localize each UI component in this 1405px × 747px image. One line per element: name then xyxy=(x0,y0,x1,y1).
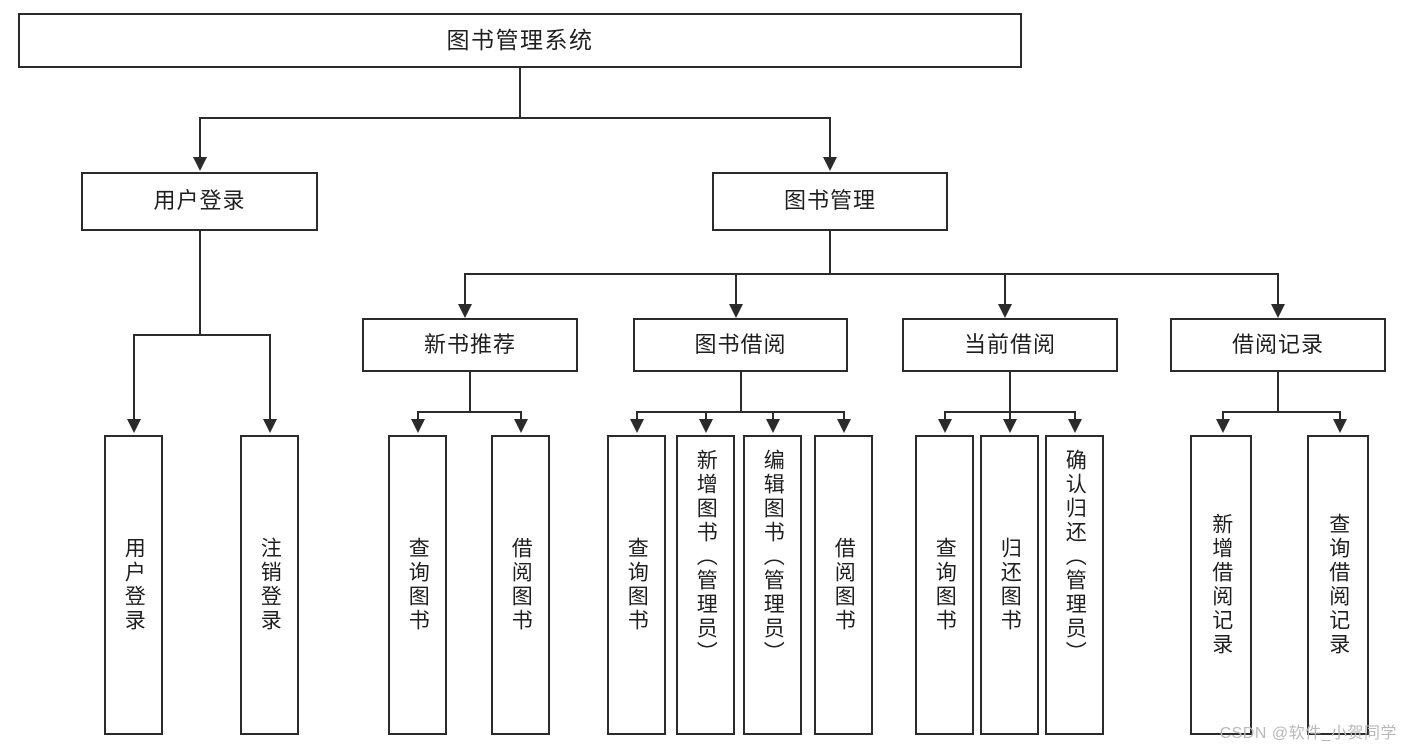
leaf-user-login[interactable]: 用户登录 xyxy=(104,435,163,735)
arrow-leaf-query-book-3 xyxy=(938,419,952,433)
arrow-leaf-add-book xyxy=(699,419,713,433)
node-current-borrow[interactable]: 当前借阅 xyxy=(902,318,1118,372)
edge-bookmgmt-bus xyxy=(464,273,1279,275)
arrow-leaf-query-record xyxy=(1333,419,1347,433)
leaf-query-book-borrow[interactable]: 查询图书 xyxy=(607,435,666,735)
arrow-to-borrow-record xyxy=(1271,304,1285,318)
node-user-login[interactable]: 用户登录 xyxy=(81,172,318,231)
node-label: 查询图书 xyxy=(933,537,957,633)
node-label: 借阅记录 xyxy=(1231,331,1324,357)
arrow-leaf-borrow-book-2 xyxy=(837,419,851,433)
arrow-leaf-add-record xyxy=(1216,419,1230,433)
node-label: 图书管理系统 xyxy=(446,26,594,53)
node-label: 用户登录 xyxy=(122,537,146,633)
node-label: 当前借阅 xyxy=(963,331,1056,357)
edge-borrowrecord-bus xyxy=(1222,411,1340,413)
arrow-leaf-confirm-return xyxy=(1068,419,1082,433)
arrow-to-userlogin xyxy=(193,157,207,171)
node-root-system[interactable]: 图书管理系统 xyxy=(18,13,1022,68)
node-label: 新书推荐 xyxy=(423,331,516,357)
arrow-leaf-return-book xyxy=(1003,419,1017,433)
node-label: 确认归还（管理员） xyxy=(1063,449,1087,665)
arrow-leaf-query-book-2 xyxy=(630,419,644,433)
edge-currentborrow-drop-3 xyxy=(1074,411,1076,421)
arrow-to-current-borrow xyxy=(998,304,1012,318)
node-label: 图书管理 xyxy=(783,188,876,214)
edge-bookmgmt-drop-1 xyxy=(464,273,466,305)
leaf-edit-book-admin[interactable]: 编辑图书（管理员） xyxy=(743,435,802,735)
edge-bookborrow-drop-2 xyxy=(705,411,707,421)
edge-bookborrow-drop-4 xyxy=(843,411,845,421)
arrow-leaf-user-login xyxy=(127,419,141,433)
leaf-borrow-book-newbook[interactable]: 借阅图书 xyxy=(491,435,550,735)
edge-userlogin-bus xyxy=(133,334,271,336)
leaf-query-borrow-record[interactable]: 查询借阅记录 xyxy=(1307,435,1369,735)
leaf-confirm-return-admin[interactable]: 确认归还（管理员） xyxy=(1045,435,1104,735)
node-borrow-record[interactable]: 借阅记录 xyxy=(1170,318,1386,372)
edge-root-to-userlogin xyxy=(199,117,201,157)
leaf-query-book-current[interactable]: 查询图书 xyxy=(915,435,974,735)
node-label: 用户登录 xyxy=(153,188,246,214)
node-label: 注销登录 xyxy=(258,537,282,633)
arrow-leaf-edit-book xyxy=(766,419,780,433)
edge-bookmgmt-drop-2 xyxy=(735,273,737,305)
edge-currentborrow-drop-2 xyxy=(1009,411,1011,421)
node-label: 查询借阅记录 xyxy=(1326,513,1350,657)
node-label: 归还图书 xyxy=(998,537,1022,633)
leaf-add-book-admin[interactable]: 新增图书（管理员） xyxy=(676,435,735,735)
arrow-leaf-borrow-book-1 xyxy=(514,419,528,433)
edge-userlogin-drop-1 xyxy=(133,334,135,421)
arrow-to-bookmgmt xyxy=(823,157,837,171)
node-label: 借阅图书 xyxy=(832,537,856,633)
arrow-leaf-logout xyxy=(263,419,277,433)
node-new-book-recommend[interactable]: 新书推荐 xyxy=(362,318,578,372)
edge-newbook-drop-2 xyxy=(520,411,522,421)
edge-newbook-stem xyxy=(469,372,471,412)
leaf-query-book-newbook[interactable]: 查询图书 xyxy=(388,435,447,735)
edge-userlogin-stem xyxy=(199,231,201,335)
node-label: 新增借阅记录 xyxy=(1209,513,1233,657)
arrow-to-borrow-book xyxy=(729,304,743,318)
leaf-add-borrow-record[interactable]: 新增借阅记录 xyxy=(1190,435,1252,735)
edge-newbook-bus xyxy=(417,411,522,413)
arrow-leaf-query-book-1 xyxy=(411,419,425,433)
node-label: 图书借阅 xyxy=(694,331,787,357)
edge-bookmgmt-drop-4 xyxy=(1277,273,1279,305)
edge-bookborrow-bus xyxy=(636,411,845,413)
node-label: 新增图书（管理员） xyxy=(694,449,718,665)
edge-bookborrow-stem xyxy=(740,372,742,412)
leaf-logout[interactable]: 注销登录 xyxy=(240,435,299,735)
edge-newbook-drop-1 xyxy=(417,411,419,421)
edge-borrowrecord-stem xyxy=(1277,372,1279,412)
edge-bookborrow-drop-3 xyxy=(772,411,774,421)
edge-currentborrow-stem xyxy=(1009,372,1011,412)
edge-root-to-bookmgmt xyxy=(829,117,831,157)
watermark: CSDN @软件_小贺同学 xyxy=(1219,725,1397,742)
edge-borrowrecord-drop-2 xyxy=(1339,411,1341,421)
edge-root-stem xyxy=(519,68,521,118)
edge-bookborrow-drop-1 xyxy=(636,411,638,421)
edge-bookmgmt-drop-3 xyxy=(1004,273,1006,305)
edge-bookmgmt-stem xyxy=(829,231,831,274)
leaf-borrow-book-borrow[interactable]: 借阅图书 xyxy=(814,435,873,735)
node-book-management[interactable]: 图书管理 xyxy=(712,172,948,231)
edge-root-bus xyxy=(199,117,831,119)
node-label: 借阅图书 xyxy=(509,537,533,633)
node-book-borrow[interactable]: 图书借阅 xyxy=(633,318,848,372)
edge-userlogin-drop-2 xyxy=(269,334,271,421)
node-label: 查询图书 xyxy=(625,537,649,633)
arrow-to-new-book xyxy=(458,304,472,318)
edge-borrowrecord-drop-1 xyxy=(1222,411,1224,421)
leaf-return-book[interactable]: 归还图书 xyxy=(980,435,1039,735)
edge-currentborrow-drop-1 xyxy=(944,411,946,421)
node-label: 编辑图书（管理员） xyxy=(761,449,785,665)
node-label: 查询图书 xyxy=(406,537,430,633)
